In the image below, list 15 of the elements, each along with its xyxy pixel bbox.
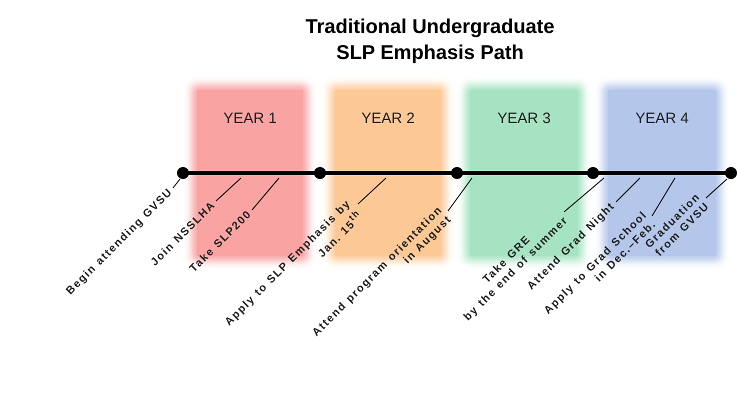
diagram-title: Traditional Undergraduate SLP Emphasis Path (304, 15, 556, 66)
year-label: YEAR 3 (496, 110, 552, 127)
leader-line (564, 178, 604, 212)
leader-line (652, 178, 676, 216)
leader-line (252, 178, 280, 210)
leader-line (358, 178, 386, 204)
leader-line (706, 178, 728, 198)
leader-line (172, 178, 180, 188)
leader-line (216, 178, 242, 202)
year-label: YEAR 2 (360, 110, 416, 127)
year-label: YEAR 1 (222, 110, 278, 127)
timeline-drawing (176, 166, 737, 180)
year-label: YEAR 4 (634, 110, 690, 127)
leader-line (616, 178, 640, 202)
leader-line (448, 178, 472, 212)
